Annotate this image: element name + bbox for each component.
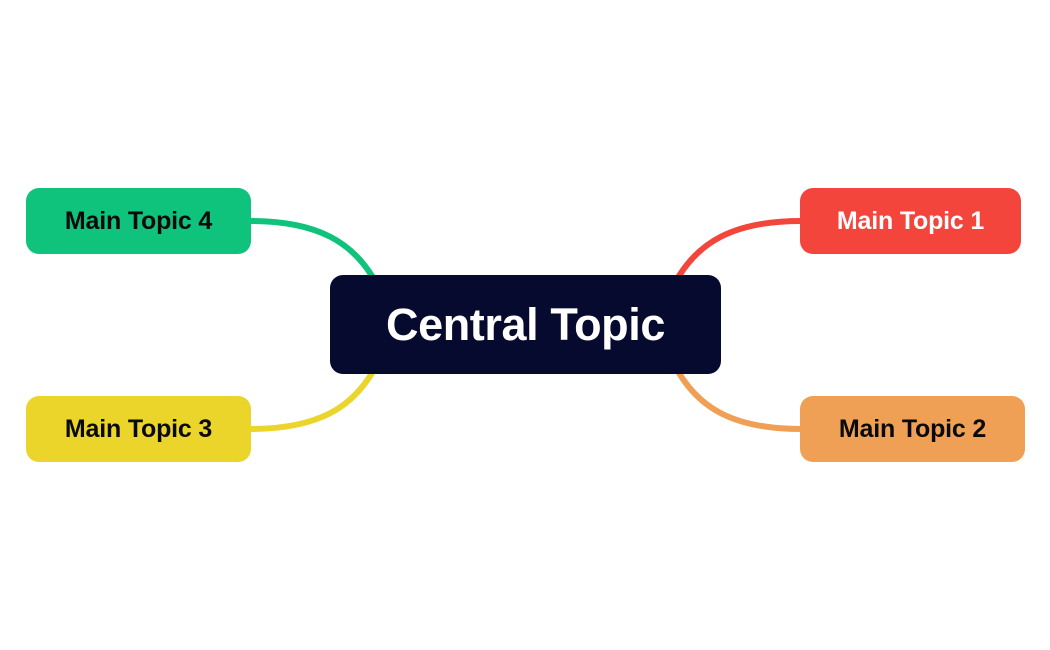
connector-topic4	[247, 218, 375, 279]
main-topic-4-node[interactable]: Main Topic 4	[26, 188, 251, 254]
central-topic-label: Central Topic	[386, 298, 665, 350]
connector-topic1	[676, 218, 804, 279]
main-topic-2-node[interactable]: Main Topic 2	[800, 396, 1025, 462]
connector-topic3	[247, 370, 375, 432]
main-topic-3-node[interactable]: Main Topic 3	[26, 396, 251, 462]
connector-topic2	[676, 370, 804, 432]
main-topic-2-label: Main Topic 2	[838, 414, 987, 443]
main-topic-1-label: Main Topic 1	[836, 206, 985, 235]
central-topic-node[interactable]: Central Topic	[330, 275, 721, 374]
main-topic-1-node[interactable]: Main Topic 1	[800, 188, 1021, 254]
main-topic-3-label: Main Topic 3	[64, 414, 213, 443]
main-topic-4-label: Main Topic 4	[64, 206, 213, 235]
